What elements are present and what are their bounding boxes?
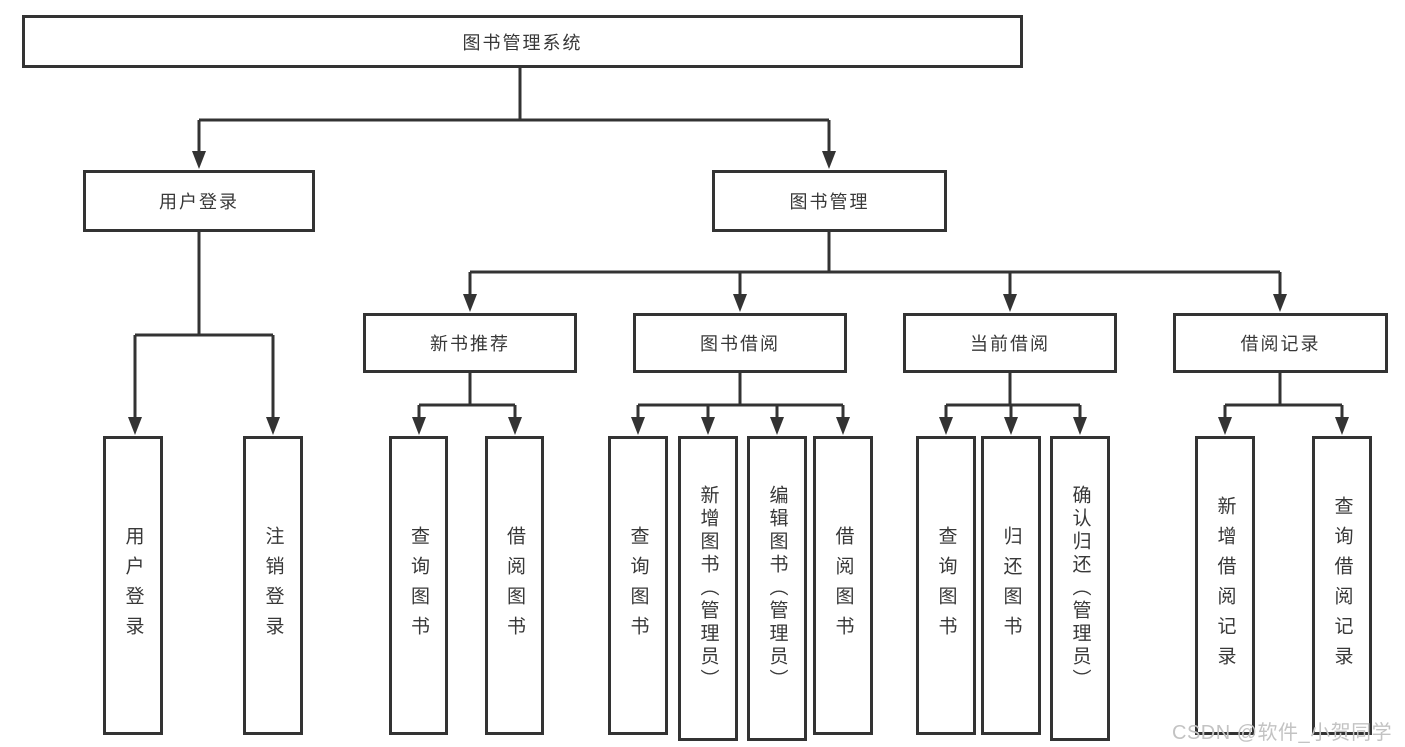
leaf-logout: 注销登录: [243, 436, 303, 735]
leaf-query-borrow-record: 查询借阅记录: [1312, 436, 1372, 735]
node-borrow-records-label: 借阅记录: [1240, 334, 1321, 354]
watermark: CSDN @软件_小贺同学: [1172, 722, 1393, 744]
leaf-query-borrow-record-label: 查询借阅记录: [1331, 495, 1353, 676]
leaf-add-borrow-record-label: 新增借阅记录: [1214, 495, 1236, 676]
leaf-confirm-return-admin-label: 确认归还（管理员）: [1069, 485, 1091, 692]
leaf-user-login: 用户登录: [103, 436, 163, 735]
node-new-book-recommend-label: 新书推荐: [430, 334, 510, 354]
leaf-user-login-label: 用户登录: [122, 525, 144, 646]
leaf-edit-books-admin-label: 编辑图书（管理员）: [766, 485, 788, 692]
leaf-confirm-return-admin: 确认归还（管理员）: [1050, 436, 1110, 741]
node-book-borrow: 图书借阅: [633, 313, 847, 373]
node-user-login-branch-label: 用户登录: [159, 192, 239, 212]
node-book-management-branch-label: 图书管理: [789, 192, 870, 212]
connector-borrow-records: [1223, 373, 1344, 419]
connector-new-book-recommend: [417, 373, 517, 419]
leaf-edit-books-admin: 编辑图书（管理员）: [747, 436, 807, 741]
leaf-add-borrow-record: 新增借阅记录: [1195, 436, 1255, 735]
node-user-login-branch: 用户登录: [83, 170, 315, 232]
node-root: 图书管理系统: [22, 15, 1023, 68]
node-borrow-records: 借阅记录: [1173, 313, 1388, 373]
leaf-add-books-admin-label: 新增图书（管理员）: [697, 485, 719, 692]
leaf-add-books-admin: 新增图书（管理员）: [678, 436, 738, 741]
leaf-current-query-books-label: 查询图书: [935, 525, 957, 646]
connector-book-borrow: [636, 373, 845, 419]
node-root-label: 图书管理系统: [462, 32, 583, 53]
leaf-current-query-books: 查询图书: [916, 436, 976, 735]
leaf-logout-label: 注销登录: [262, 525, 284, 646]
leaf-borrow-books: 借阅图书: [813, 436, 873, 735]
node-book-borrow-label: 图书借阅: [700, 334, 780, 354]
leaf-recommend-query-books: 查询图书: [389, 436, 448, 735]
leaf-borrow-books-label: 借阅图书: [832, 525, 854, 646]
leaf-recommend-borrow-books-label: 借阅图书: [504, 525, 525, 646]
connector-root: [197, 68, 831, 153]
leaf-recommend-borrow-books: 借阅图书: [485, 436, 544, 735]
leaf-borrow-query-books: 查询图书: [608, 436, 668, 735]
node-current-borrow-label: 当前借阅: [970, 334, 1050, 354]
leaf-recommend-query-books-label: 查询图书: [408, 525, 429, 646]
node-new-book-recommend: 新书推荐: [363, 313, 577, 373]
arrowheads: [128, 151, 1349, 435]
connector-user-login: [133, 232, 275, 419]
node-current-borrow: 当前借阅: [903, 313, 1117, 373]
connector-current-borrow: [944, 373, 1082, 419]
leaf-return-books-label: 归还图书: [1000, 525, 1022, 646]
node-book-management-branch: 图书管理: [712, 170, 947, 232]
leaf-borrow-query-books-label: 查询图书: [627, 525, 649, 646]
leaf-return-books: 归还图书: [981, 436, 1041, 735]
connector-book-management: [468, 232, 1282, 296]
